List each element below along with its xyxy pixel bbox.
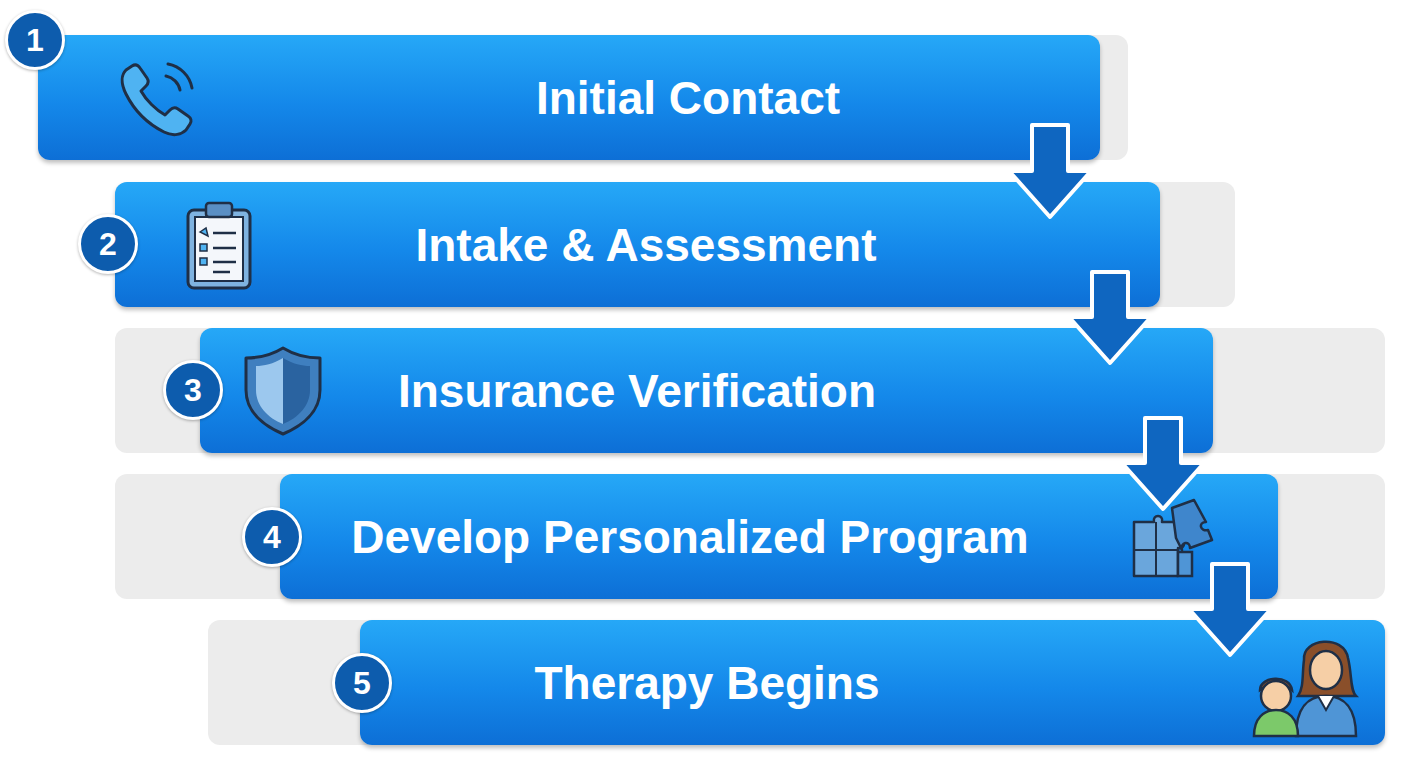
process-band: Therapy Begins	[360, 620, 1385, 745]
shadow-band	[38, 35, 1128, 160]
step-title: Develop Personalized Program	[351, 514, 1028, 560]
block-arrow	[1009, 125, 1091, 217]
block-arrow	[1069, 272, 1151, 363]
step-title: Initial Contact	[536, 75, 840, 121]
process-band: Develop Personalized Program	[280, 474, 1278, 599]
process-band: Initial Contact	[38, 35, 1100, 160]
block-arrow	[1122, 418, 1204, 509]
phone-icon	[122, 64, 192, 135]
flow-arrow	[1069, 272, 1151, 363]
puzzle-icon	[1134, 500, 1212, 576]
step-title: Insurance Verification	[398, 368, 876, 414]
shield-icon	[246, 348, 320, 434]
process-band: Insurance Verification	[200, 328, 1213, 453]
callout-number: 2	[78, 214, 138, 274]
flow-arrow	[1122, 418, 1204, 509]
callout-number: 1	[5, 10, 65, 70]
family-icon	[1254, 642, 1356, 736]
shadow-band	[115, 182, 1235, 307]
step-title: Therapy Begins	[534, 660, 879, 706]
process-band: Intake & Assessment	[115, 182, 1160, 307]
callout-number: 3	[163, 360, 223, 420]
flow-arrow	[1009, 125, 1091, 217]
shadow-band	[115, 474, 1385, 599]
callout-number: 5	[332, 653, 392, 713]
shadow-band	[208, 620, 1385, 745]
shadow-band	[115, 328, 1385, 453]
callout-number: 4	[242, 507, 302, 567]
clipboard-icon	[188, 203, 250, 288]
block-arrow	[1189, 564, 1271, 655]
flow-arrow	[1189, 564, 1271, 655]
step-title: Intake & Assessment	[415, 222, 876, 268]
